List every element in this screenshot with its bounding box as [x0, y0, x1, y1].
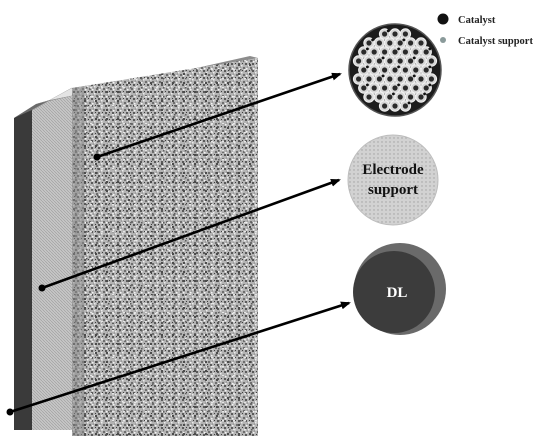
catalyst-tube-core — [382, 31, 388, 37]
catalyst-tube-core — [366, 40, 372, 46]
catalyst-particle — [397, 65, 400, 69]
catalyst-tube-core — [356, 58, 362, 64]
catalyst-tube-core — [408, 40, 414, 46]
catalyst-tube-core — [356, 76, 362, 82]
catalyst-particle — [428, 47, 432, 51]
catalyst-tube-core — [387, 94, 393, 100]
electrode-support-label-line2: support — [368, 182, 418, 198]
catalyst-tube-core — [387, 58, 393, 64]
catalyst-circle-rim — [348, 23, 442, 117]
arrow-dl-start-dot — [6, 408, 14, 416]
catalyst-tube-core — [361, 49, 367, 55]
catalyst-tube-core — [366, 76, 372, 82]
catalyst-tube-core — [382, 103, 388, 109]
catalyst-tube-core — [392, 49, 398, 55]
catalyst-particle — [412, 56, 416, 60]
arrow-catalyst — [96, 72, 342, 159]
catalyst-tube-core — [371, 49, 377, 55]
catalyst-tube-core — [382, 85, 388, 91]
catalyst-tube-core — [361, 85, 367, 91]
catalyst-tube-core — [402, 49, 408, 55]
catalyst-tube-core — [418, 58, 424, 64]
catalyst-tube-core — [402, 103, 408, 109]
catalyst-tube-core — [408, 76, 414, 82]
catalyst-tube-core — [413, 49, 419, 55]
legend-catalyst-marker — [437, 13, 449, 25]
catalyst-tube-core — [392, 67, 398, 73]
dl-label: DL — [387, 285, 408, 301]
catalyst-particle — [397, 83, 400, 87]
arrow-electrode-support — [41, 178, 341, 290]
catalyst-particle — [366, 83, 369, 87]
catalyst-particle — [428, 83, 432, 87]
catalyst-tube-core — [397, 76, 403, 82]
catalyst-tube-core — [402, 31, 408, 37]
catalyst-tube-core — [376, 58, 382, 64]
catalyst-particle — [381, 56, 385, 60]
catalyst-tube-core — [371, 85, 377, 91]
catalyst-tube-core — [423, 85, 429, 91]
catalyst-tube-core — [376, 40, 382, 46]
catalyst-particle — [381, 74, 385, 78]
catalyst-tube-core — [371, 67, 377, 73]
catalyst-particle — [392, 92, 395, 96]
catalyst-tube-core — [387, 76, 393, 82]
catalyst-particle — [412, 74, 416, 78]
catalyst-tube-core — [392, 31, 398, 37]
diffusion-layer — [14, 100, 50, 430]
catalyst-particle — [423, 92, 426, 96]
catalyst-tube-core — [428, 76, 434, 82]
legend-catalyst-label: Catalyst — [458, 15, 496, 26]
catalyst-tube-core — [382, 67, 388, 73]
arrows — [6, 72, 351, 416]
arrow-dl — [9, 301, 351, 414]
catalyst-tube-core — [376, 76, 382, 82]
catalyst-particle — [366, 47, 369, 51]
catalyst-layer — [72, 58, 258, 436]
catalyst-tube-core — [397, 94, 403, 100]
catalyst-tube-core — [402, 85, 408, 91]
legend: Catalyst Catalyst support — [437, 13, 533, 47]
legend-catalyst-support-label: Catalyst support — [458, 36, 533, 47]
catalyst-tube-core — [413, 67, 419, 73]
electrode-support-label-line1: Electrode — [362, 162, 424, 178]
catalyst-tube-core — [366, 58, 372, 64]
catalyst-tube-core — [418, 40, 424, 46]
catalyst-tube-core — [387, 40, 393, 46]
catalyst-tube-core — [376, 94, 382, 100]
catalyst-particle — [402, 38, 406, 42]
catalyst-tube-core — [397, 58, 403, 64]
arrow-catalyst-start-dot — [93, 153, 101, 161]
catalyst-tube-core — [423, 49, 429, 55]
catalyst-tube-core — [418, 94, 424, 100]
catalyst-tube-core — [361, 67, 367, 73]
catalyst-particle — [366, 65, 369, 69]
catalyst-tube-core — [413, 85, 419, 91]
catalyst-tube-core — [418, 76, 424, 82]
catalyst-tube-core — [408, 94, 414, 100]
catalyst-tube-core — [428, 58, 434, 64]
electrode-support-detail-circle: Electrode support — [347, 134, 439, 226]
catalyst-particle — [407, 101, 411, 105]
catalyst-tube-core — [366, 94, 372, 100]
dl-detail-circle: DL — [353, 243, 446, 335]
catalyst-tube-core — [402, 67, 408, 73]
catalyst-tube-core — [392, 85, 398, 91]
arrow-electrode-support-start-dot — [38, 284, 46, 292]
catalyst-tube-core — [397, 40, 403, 46]
catalyst-tube-core — [392, 103, 398, 109]
catalyst-particle — [428, 65, 432, 69]
catalyst-particle — [371, 38, 374, 42]
catalyst-particle — [397, 47, 400, 51]
legend-catalyst-support-marker — [440, 37, 446, 43]
catalyst-detail-circle — [348, 23, 442, 117]
catalyst-tube-core — [423, 67, 429, 73]
catalyst-tube-core — [408, 58, 414, 64]
catalyst-tube-core — [382, 49, 388, 55]
catalyst-particle — [386, 29, 390, 33]
